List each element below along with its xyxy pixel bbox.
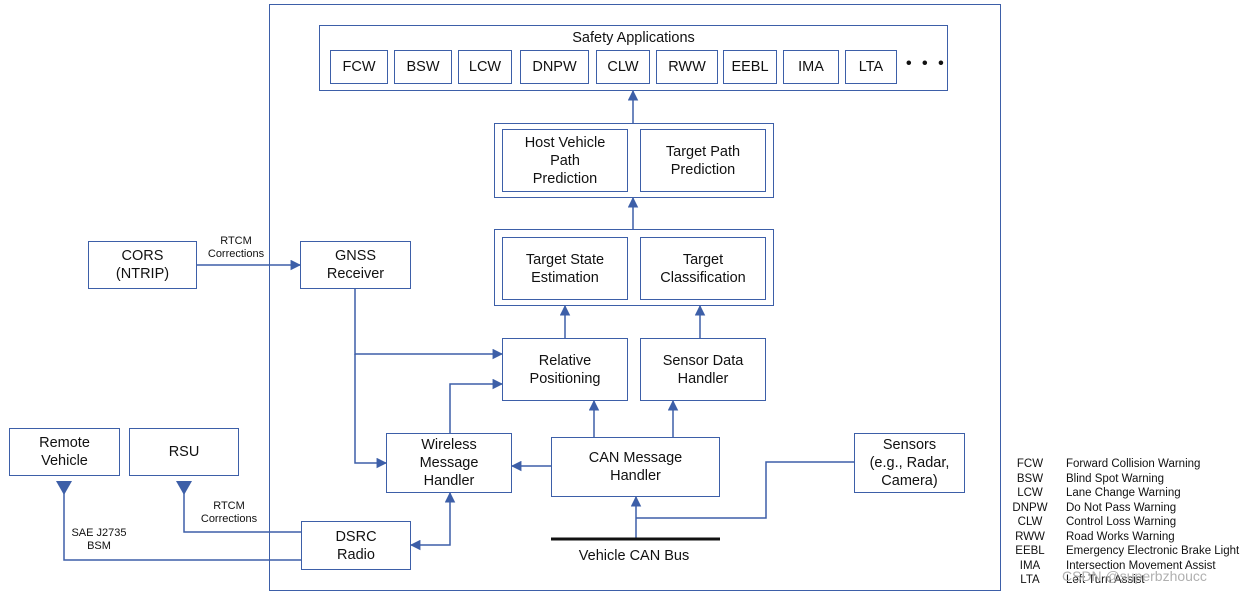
target-processing-group (494, 229, 774, 306)
wireless-message-handler: Wireless Message Handler (386, 433, 512, 493)
rtcm-corrections-top-label: RTCM Corrections (207, 235, 265, 260)
rsu-to-dsrc-line (183, 492, 301, 533)
target-classification: Target Classification (640, 237, 766, 300)
legend-abbr: LCW (1017, 487, 1043, 499)
app-fcw: FCW (330, 50, 388, 84)
legend-row: LTA Left Turn Assist (1010, 573, 1239, 588)
dsrc-radio: DSRC Radio (301, 521, 411, 570)
sensors: Sensors (e.g., Radar, Camera) (854, 433, 965, 493)
legend-abbr: BSW (1016, 472, 1044, 485)
vehicle-system-frame (269, 4, 1001, 591)
legend-abbr: LTA (1020, 574, 1040, 586)
target-state-estimation: Target State Estimation (502, 237, 628, 300)
app-rww: RWW (656, 50, 718, 84)
legend-abbr: EEBL (1015, 545, 1045, 557)
app-dnpw: DNPW (520, 50, 589, 84)
legend-row: BSW Blind Spot Warning (1010, 472, 1239, 487)
legend-abbr: FCW (1016, 458, 1044, 470)
legend-row: RWW Road Works Warning (1010, 530, 1239, 545)
sensors-to-can-bus-line (636, 461, 854, 519)
can-message-handler: CAN Message Handler (551, 437, 720, 497)
legend-full: Emergency Electronic Brake Light (1066, 545, 1240, 557)
legend-full: Do Not Pass Warning (1066, 501, 1177, 514)
cors-ntrip: CORS (NTRIP) (88, 241, 197, 289)
legend-full: Blind Spot Warning (1066, 472, 1165, 485)
dsrc-wireless-line (409, 491, 456, 551)
legend-abbr: CLW (1017, 516, 1043, 528)
app-eebl: EEBL (723, 50, 777, 84)
app-bsw: BSW (394, 50, 452, 84)
app-clw: CLW (596, 50, 650, 84)
app-lta: LTA (845, 50, 897, 84)
app-ima: IMA (783, 50, 839, 84)
legend-full: Intersection Movement Assist (1066, 559, 1216, 572)
legend-full: Road Works Warning (1066, 530, 1175, 543)
sae-j2735-bsm-label: SAE J2735 BSM (71, 527, 127, 552)
sensor-data-handler: Sensor Data Handler (640, 338, 766, 401)
remote-vehicle-antenna-icon (56, 481, 72, 495)
watermark: CSDN @superbzhoucc (1062, 568, 1207, 584)
relative-positioning: Relative Positioning (502, 338, 628, 401)
app-lcw: LCW (458, 50, 512, 84)
remote-vehicle-to-dsrc-line (63, 492, 301, 561)
legend-abbr: DNPW (1012, 501, 1048, 514)
legend-row: EEBL Emergency Electronic Brake Light (1010, 544, 1239, 559)
legend-row: FCW Forward Collision Warning (1010, 457, 1239, 472)
legend-row: DNPW Do Not Pass Warning (1010, 501, 1239, 516)
legend-full: Control Loss Warning (1066, 516, 1177, 528)
rsu: RSU (129, 428, 239, 476)
host-vehicle-path-prediction: Host Vehicle Path Prediction (502, 129, 628, 192)
legend-full: Left Turn Assist (1066, 574, 1145, 586)
rtcm-corrections-bottom-label: RTCM Corrections (200, 500, 258, 525)
vehicle-can-bus-label: Vehicle CAN Bus (578, 548, 690, 564)
safety-applications-title: Safety Applications (572, 30, 695, 46)
wireless-to-relative-positioning-line (449, 378, 504, 433)
legend-abbr: RWW (1015, 530, 1045, 543)
gnss-to-wireless-line (354, 354, 388, 469)
more-apps-ellipsis: • • • (906, 55, 947, 72)
legend-row: LCW Lane Change Warning (1010, 486, 1239, 501)
legend-full: Lane Change Warning (1066, 487, 1181, 499)
legend-full: Forward Collision Warning (1066, 458, 1201, 470)
legend-row: CLW Control Loss Warning (1010, 515, 1239, 530)
path-prediction-group (494, 123, 774, 198)
legend-row: IMA Intersection Movement Assist (1010, 559, 1239, 574)
remote-vehicle: Remote Vehicle (9, 428, 120, 476)
legend-abbr: IMA (1019, 559, 1041, 572)
rsu-antenna-icon (176, 481, 192, 495)
safety-applications-group (319, 25, 948, 91)
abbreviation-legend: FCW Forward Collision Warning BSW Blind Sp… (1010, 457, 1239, 588)
gnss-receiver: GNSS Receiver (300, 241, 411, 289)
target-path-prediction: Target Path Prediction (640, 129, 766, 192)
